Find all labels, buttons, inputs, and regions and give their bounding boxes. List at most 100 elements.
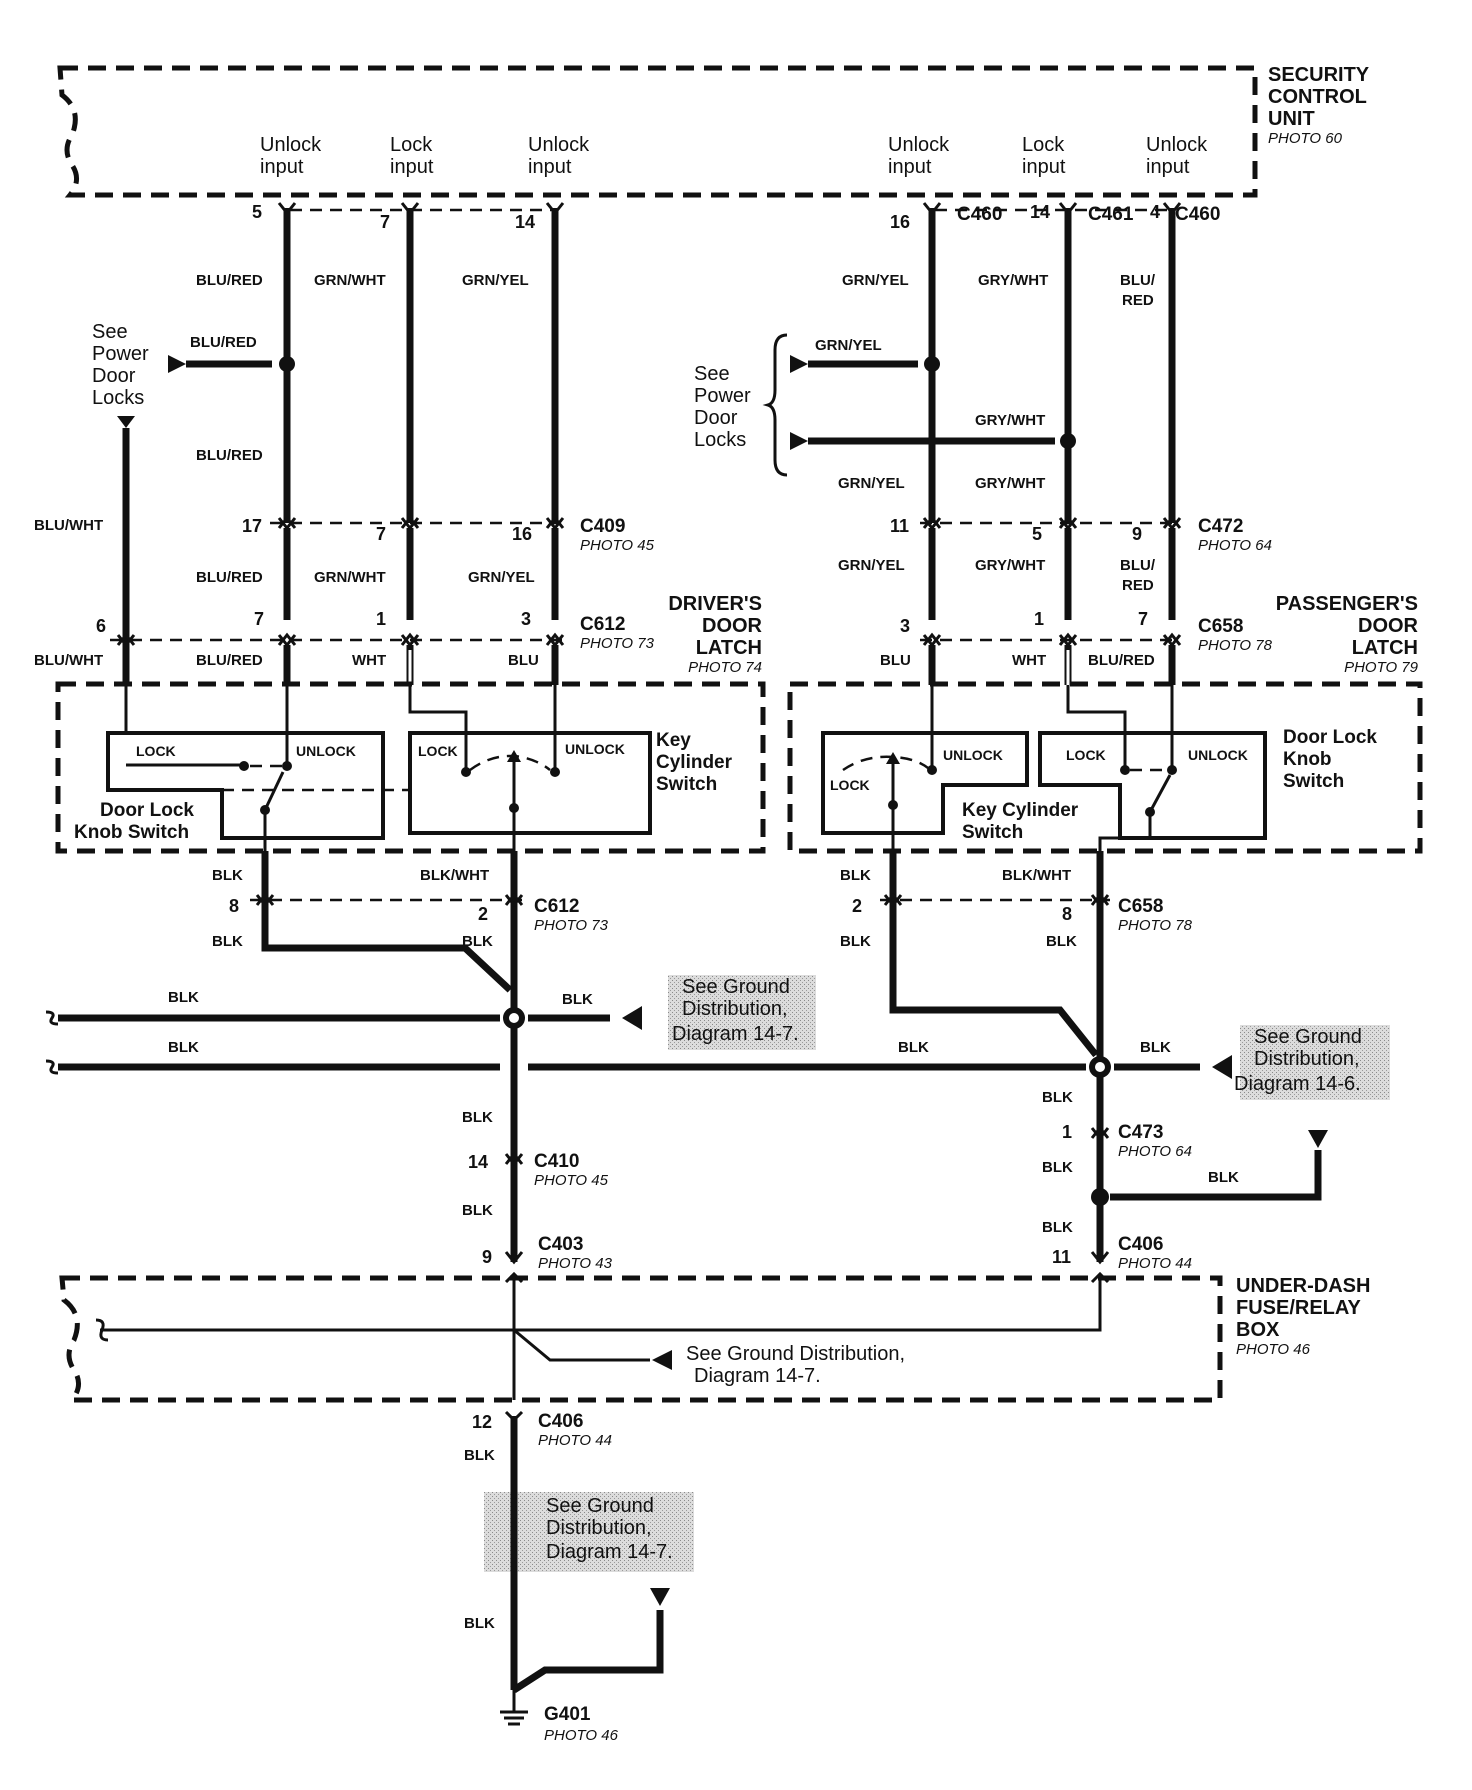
wire-color: BLU/RED xyxy=(196,272,263,289)
switch-label: UNLOCK xyxy=(565,741,625,757)
pin-number: 7 xyxy=(254,609,264,629)
pin-number: 6 xyxy=(96,616,106,636)
knob-switch-label: Door Lock xyxy=(100,800,194,821)
ground-arrow-icon xyxy=(650,1588,670,1606)
wire-color: BLU/RED xyxy=(196,652,263,669)
scu-input-label: input xyxy=(260,156,304,178)
drivers-door-latch: LOCK UNLOCK LOCK UNLOCK Door Lock Knob S… xyxy=(55,681,766,854)
wire-color: GRN/YEL xyxy=(462,272,529,289)
pin-number: 1 xyxy=(1034,609,1044,629)
ground-arrow-icon xyxy=(1308,1130,1328,1148)
wire-color: BLU/WHT xyxy=(34,652,103,669)
note-text: See xyxy=(92,321,128,343)
scu-input-label: input xyxy=(888,156,932,178)
wire-color: BLK xyxy=(464,1447,495,1464)
see-ground-note: Distribution, xyxy=(546,1517,652,1539)
wire-color: BLK xyxy=(1140,1039,1171,1056)
passengers-latch-photo: PHOTO 79 xyxy=(1344,659,1419,676)
pin-number: 1 xyxy=(1062,1122,1072,1142)
pin-number: 14 xyxy=(515,212,535,232)
under-dash-fuse-box: UNDER-DASH FUSE/RELAY BOX PHOTO 46 See G… xyxy=(59,1271,1370,1403)
mid-wires xyxy=(283,528,1176,620)
wire-color: GRY/WHT xyxy=(975,557,1045,574)
fuse-box-title: FUSE/RELAY xyxy=(1236,1297,1362,1319)
connector-photo: PHOTO 73 xyxy=(580,635,655,652)
wire-color: BLK xyxy=(1046,933,1077,950)
pin-number: 7 xyxy=(376,524,386,544)
pin-number: 4 xyxy=(1150,202,1160,222)
connector-c473: C473 xyxy=(1118,1122,1163,1143)
see-ground-note: Diagram 14-7. xyxy=(546,1541,673,1563)
note-text: Power xyxy=(92,343,149,365)
ground-photo: PHOTO 46 xyxy=(544,1727,619,1744)
splice-dot xyxy=(279,356,295,372)
passengers-latch-title: DOOR xyxy=(1358,615,1419,637)
wire-color: BLU/WHT xyxy=(34,517,103,534)
note-text: Locks xyxy=(92,387,144,409)
switch-label: LOCK xyxy=(136,743,176,759)
wire-color: BLK xyxy=(168,1039,199,1056)
top-wires xyxy=(277,202,1182,523)
key-cylinder-label: Key xyxy=(656,730,691,751)
switch-label: UNLOCK xyxy=(1188,747,1248,763)
wire-color: BLK xyxy=(168,989,199,1006)
connector-c460: C460 xyxy=(1175,204,1220,225)
key-cylinder-label: Switch xyxy=(962,822,1023,843)
connector-c406: C406 xyxy=(538,1411,583,1432)
knob-switch-label: Door Lock xyxy=(1283,727,1377,748)
wire-color: BLK xyxy=(462,1109,493,1126)
wire-color: BLK xyxy=(562,991,593,1008)
arrow-icon xyxy=(790,355,808,373)
connector-c612: C612 xyxy=(534,896,579,917)
wire-color: WHT xyxy=(352,652,386,669)
scu-input-label: Unlock xyxy=(888,134,950,156)
connector-c461: C461 xyxy=(1088,204,1134,225)
wire-color: GRY/WHT xyxy=(975,412,1045,429)
switch-label: UNLOCK xyxy=(296,743,356,759)
pin-number: 8 xyxy=(1062,904,1072,924)
wire-color: BLK xyxy=(212,867,243,884)
power-locks-left: See Power Door Locks BLU/RED BLU/RED BLU… xyxy=(34,321,295,680)
scu-title-2: CONTROL xyxy=(1268,86,1367,108)
switch-label: UNLOCK xyxy=(943,747,1003,763)
scu-input-label: Unlock xyxy=(1146,134,1208,156)
wire-color: WHT xyxy=(1012,652,1046,669)
connector-c472: C472 xyxy=(1198,516,1243,537)
connector-photo: PHOTO 78 xyxy=(1198,637,1273,654)
connector-photo: PHOTO 78 xyxy=(1118,917,1193,934)
pin-number: 3 xyxy=(900,616,910,636)
wire-color: GRN/YEL xyxy=(815,337,882,354)
scu-input-label: Lock xyxy=(1022,134,1065,156)
fuse-box-title: UNDER-DASH xyxy=(1236,1275,1370,1297)
wire-color: BLK/WHT xyxy=(420,867,489,884)
arrow-icon xyxy=(168,355,186,373)
fuse-box-photo: PHOTO 46 xyxy=(1236,1341,1311,1358)
wire-color: GRN/YEL xyxy=(842,272,909,289)
wire-color: BLK/WHT xyxy=(1002,867,1071,884)
power-locks-right: See Power Door Locks GRN/YEL GRY/WHT GRN… xyxy=(694,333,1076,492)
wire-color: BLU/RED xyxy=(196,447,263,464)
wire-color: BLU xyxy=(508,652,539,669)
scu-input-label: input xyxy=(528,156,572,178)
note-text: Door xyxy=(92,365,136,387)
fuse-box-title: BOX xyxy=(1236,1319,1280,1341)
scu-input-label: input xyxy=(1146,156,1190,178)
connector-c403: C403 xyxy=(538,1234,583,1255)
pin-number: 17 xyxy=(242,516,262,536)
wire-color: BLK xyxy=(1208,1169,1239,1186)
switch-label: LOCK xyxy=(830,777,870,793)
note-text: See xyxy=(694,363,730,385)
passengers-latch-title: LATCH xyxy=(1352,637,1418,659)
connector-photo: PHOTO 73 xyxy=(534,917,609,934)
wire-color: GRN/YEL xyxy=(838,557,905,574)
pin-number: 8 xyxy=(229,896,239,916)
connector-photo: PHOTO 45 xyxy=(534,1172,609,1189)
knob-switch-label: Knob xyxy=(1283,749,1332,770)
switch-label: LOCK xyxy=(418,743,458,759)
wire-color: RED xyxy=(1122,577,1154,594)
passengers-door-latch: UNLOCK LOCK LOCK UNLOCK Key Cylinder Swi… xyxy=(787,681,1423,854)
wire-color: BLU/ xyxy=(1120,272,1156,289)
splice-dot xyxy=(1060,433,1076,449)
wire-color: BLK xyxy=(462,933,493,950)
pin-number: 14 xyxy=(468,1152,488,1172)
